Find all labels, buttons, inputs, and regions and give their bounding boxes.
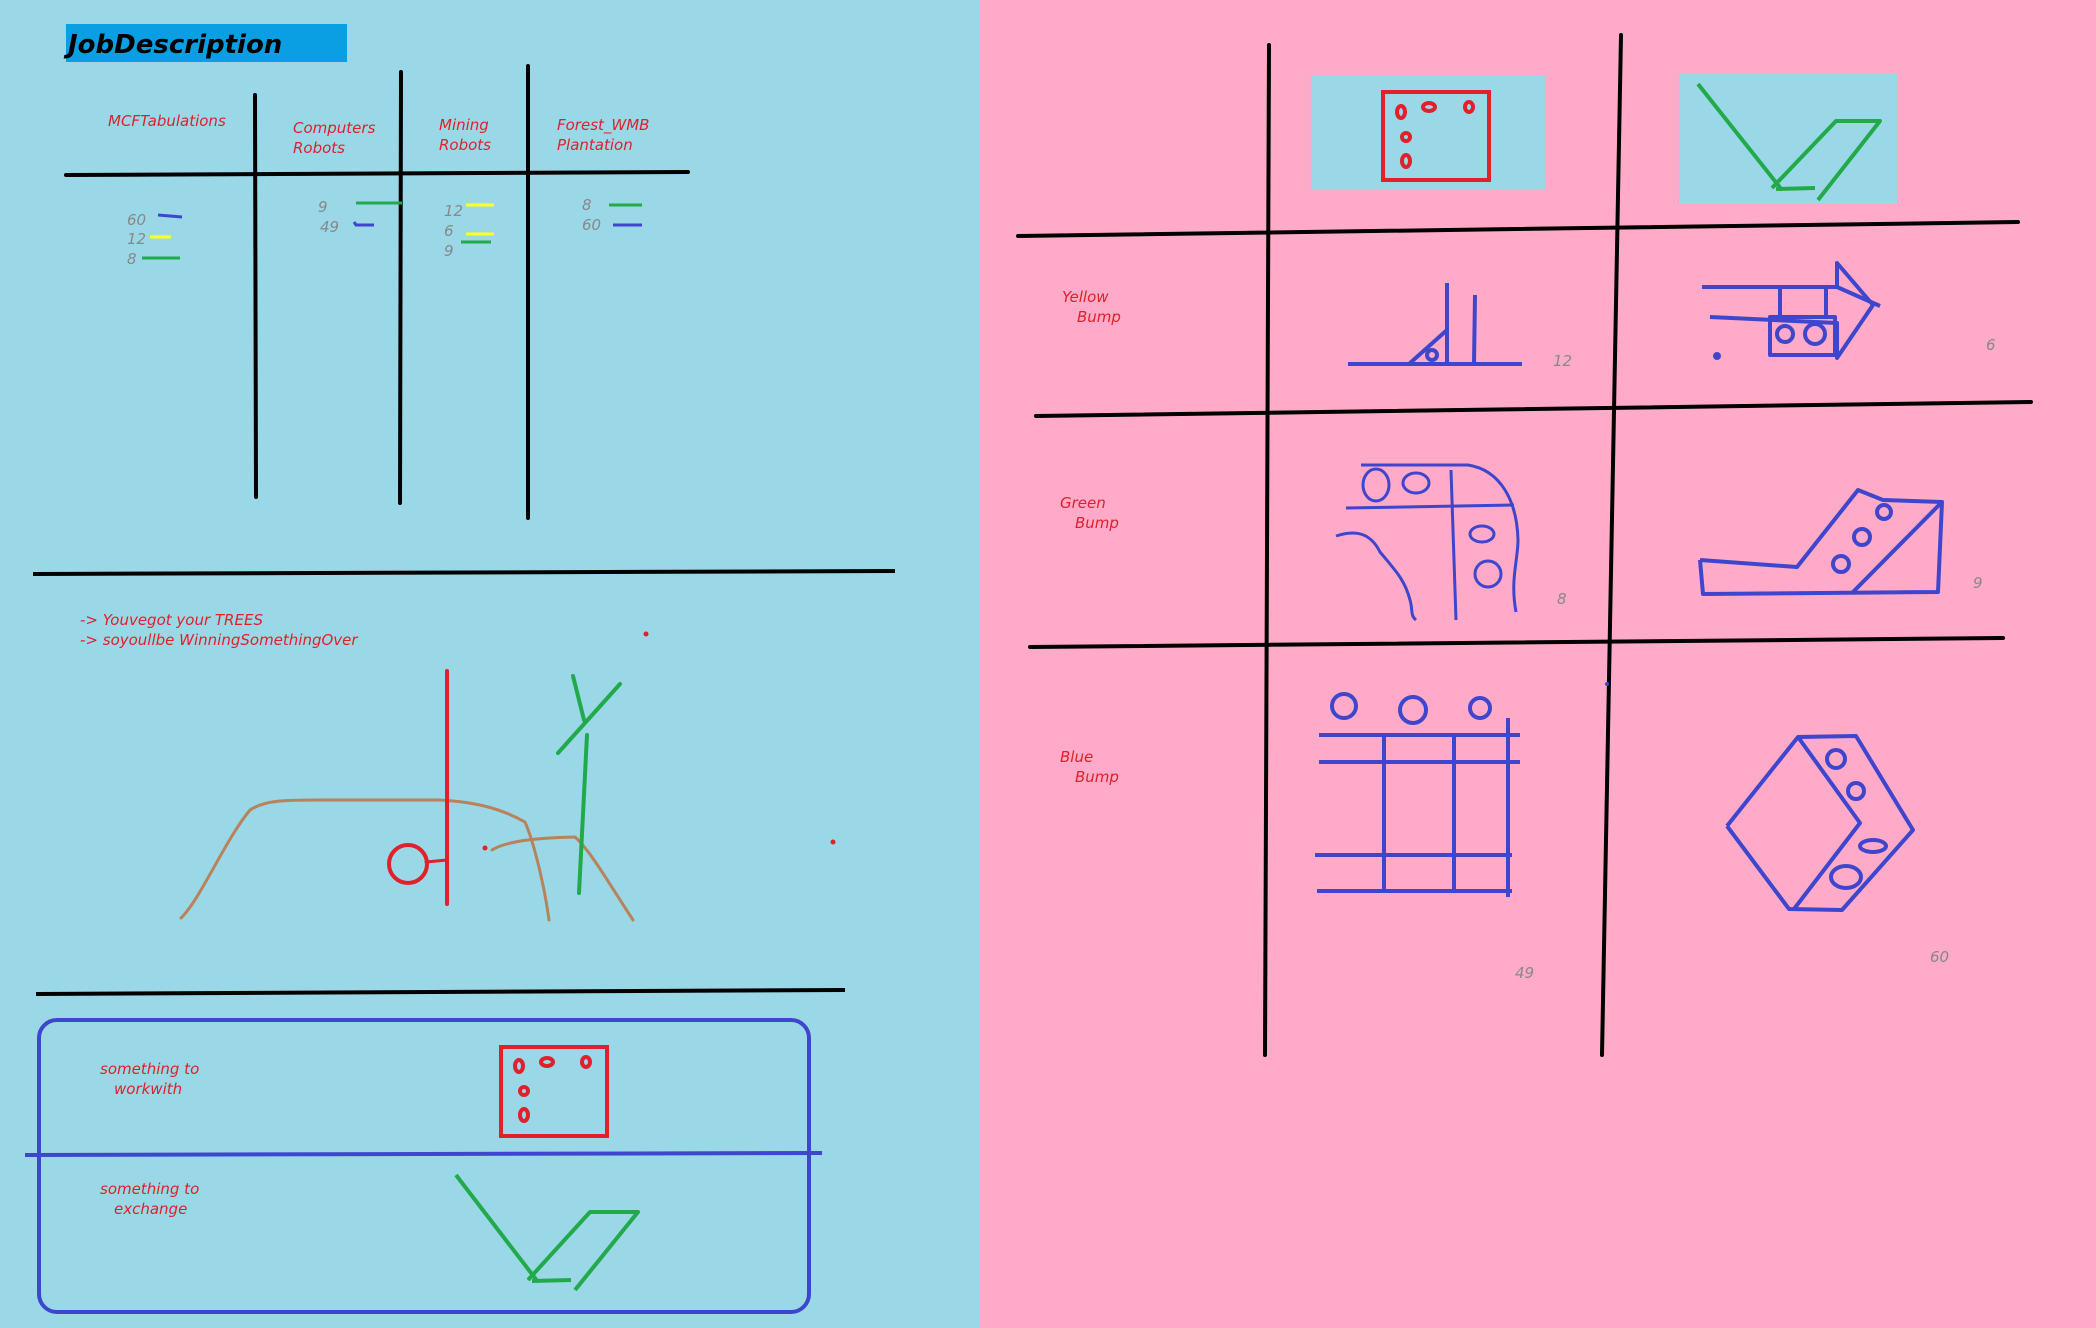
trees-sketch (179, 631, 836, 922)
bump-sketch-blue-1 (1315, 692, 1520, 897)
red-dot (643, 631, 649, 637)
grid-vline-2 (1600, 33, 1623, 1057)
red-dot (482, 845, 488, 851)
grid-hline-3 (1028, 636, 2005, 649)
bump-sketch-green-1 (1335, 463, 1520, 622)
green-check-icon (1696, 82, 1882, 202)
bump-sketch-blue-2 (1725, 734, 1915, 912)
table-divider-2 (398, 70, 403, 505)
section-divider-2 (35, 988, 846, 996)
hill-curve-small (490, 835, 635, 922)
column-entries-mcftabulations: 60 12 8 (127, 211, 183, 268)
grid-vline-1 (1263, 43, 1271, 1057)
entry-value: 8 (127, 250, 137, 268)
right-panel-background (980, 0, 2096, 1328)
dice-card-icon (499, 1045, 609, 1138)
grid-hline-1 (1016, 220, 2020, 238)
page-title: JobDescription (63, 30, 282, 60)
column-entries-forest-wmb-plantation: 8 60 (582, 196, 642, 234)
note-line: -> Youvegot your TREES (80, 611, 263, 629)
column-header-mcftabulations: MCFTabulations (108, 112, 226, 130)
bump-sketch-green-2 (1698, 488, 1944, 596)
entry-value: 60 (127, 211, 146, 229)
red-ring-handle (424, 858, 449, 864)
red-dot (830, 839, 836, 845)
exchange-box-divider (24, 1151, 823, 1157)
entry-value: 12 (444, 202, 463, 220)
title-box (66, 24, 347, 62)
red-ring (387, 843, 429, 885)
left-panel-background (0, 0, 980, 1328)
cell-value: 6 (1986, 336, 1996, 354)
entry-value: 12 (127, 230, 146, 248)
column-entries-computers-robots: 9 49 (318, 198, 402, 236)
blue-dot (1605, 682, 1609, 686)
entry-value: 6 (444, 222, 454, 240)
cell-value: 9 (1973, 574, 1983, 592)
cell-value: 49 (1515, 964, 1534, 982)
section-divider-1 (32, 569, 896, 576)
entry-swatch-blue (352, 221, 374, 227)
cell-value: 12 (1553, 352, 1572, 370)
entry-value: 9 (318, 198, 328, 216)
cell-value: 8 (1557, 590, 1567, 608)
bump-grid-lines (1016, 33, 2033, 1057)
entry-swatch-blue (157, 213, 183, 219)
entry-value: 9 (444, 242, 454, 260)
bump-sketch-yellow-1 (1348, 283, 1522, 366)
green-tree-trunk (577, 733, 589, 895)
cell-value: 60 (1930, 948, 1949, 966)
note-line: -> soyoullbe WinningSomethingOver (80, 631, 358, 649)
green-check-icon (454, 1173, 640, 1292)
exchange-box-outline (37, 1018, 811, 1314)
dice-card-icon (1381, 90, 1491, 182)
exchange-box (24, 1018, 823, 1314)
entry-value: 49 (320, 218, 339, 236)
header-icon-panel-2 (1679, 74, 1897, 203)
entry-value: 8 (582, 196, 592, 214)
entry-value: 60 (582, 216, 601, 234)
table-header-line (64, 170, 690, 177)
green-tree-branch-2 (556, 682, 622, 755)
job-table (64, 64, 690, 520)
bump-sketch-yellow-2 (1702, 261, 1881, 360)
green-tree-branch-1 (571, 674, 586, 722)
table-divider-1 (253, 93, 258, 499)
grid-hline-2 (1034, 400, 2033, 418)
hill-curve (179, 798, 551, 922)
column-entries-mining-robots: 12 6 9 (444, 202, 494, 260)
